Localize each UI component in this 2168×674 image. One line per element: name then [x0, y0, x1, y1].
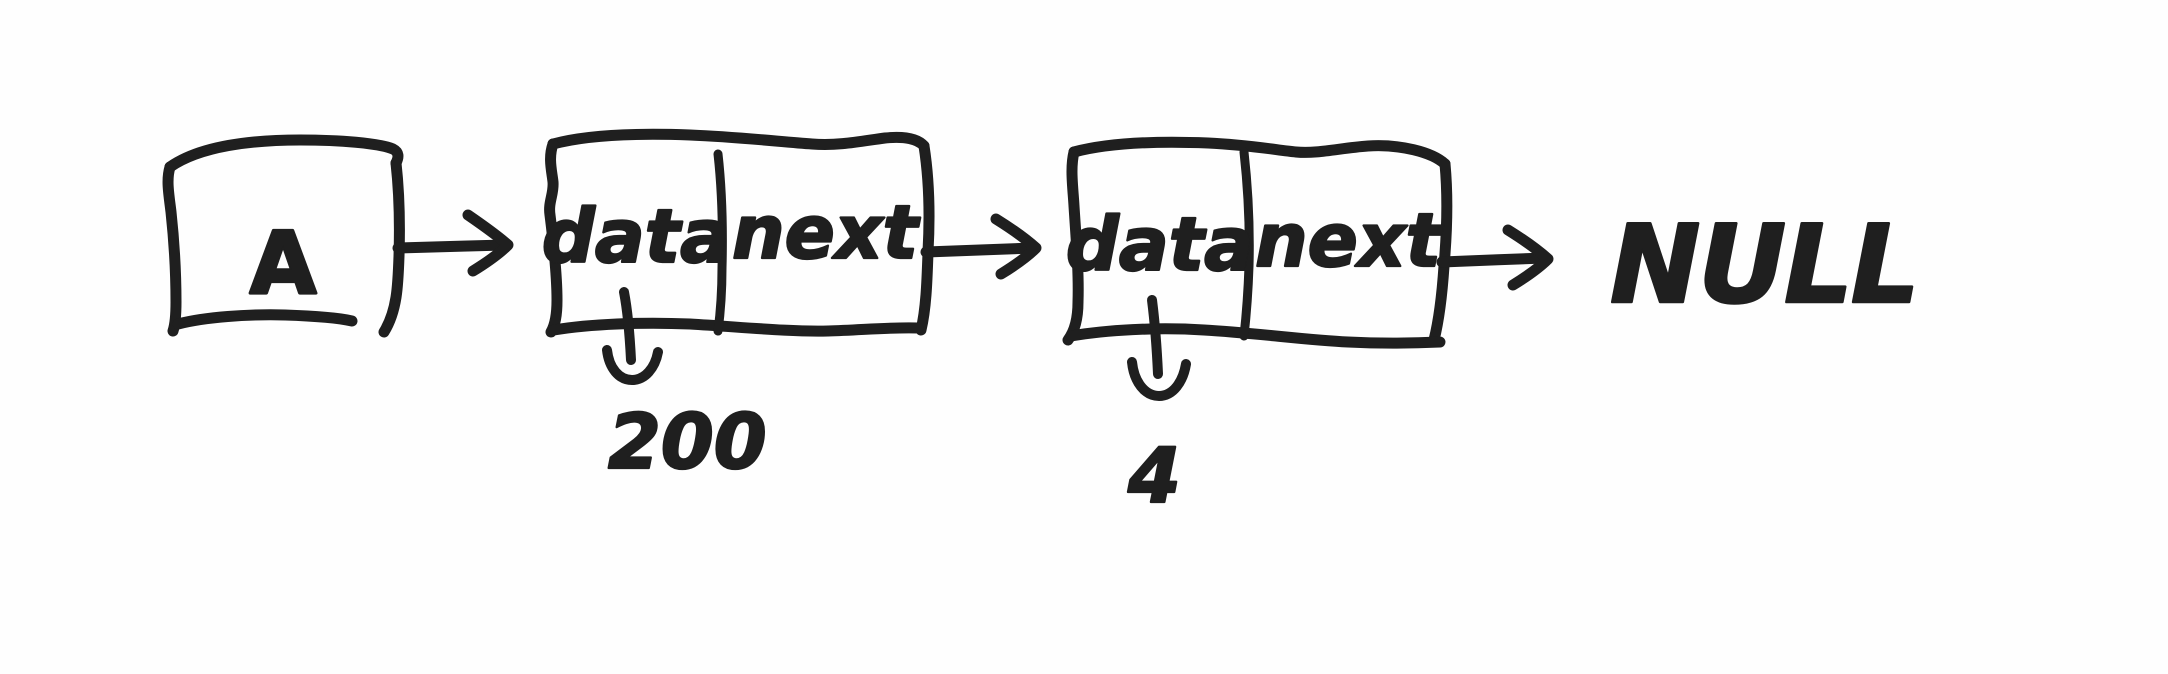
null-terminator-label: NULL [1610, 203, 1918, 328]
arrow-node2-to-null [1436, 224, 1554, 291]
node-1: data next [541, 128, 935, 338]
head-pointer-box: A [162, 134, 405, 338]
node-2-data-label: data [1066, 202, 1254, 288]
arrow-node1-to-node2 [920, 213, 1042, 280]
node-2: data next [1062, 136, 1453, 349]
node-1-next-label: next [732, 190, 921, 276]
arrow-head-to-node1 [392, 209, 514, 277]
head-pointer-label: A [250, 214, 317, 314]
arrow-node1-data-down [602, 287, 663, 385]
node-2-next-label: next [1255, 198, 1444, 284]
node-1-data-label: data [542, 194, 730, 280]
node-1-data-value: 200 [608, 397, 767, 486]
arrow-node2-data-down [1127, 295, 1191, 401]
node-2-data-value: 4 [1127, 431, 1181, 520]
